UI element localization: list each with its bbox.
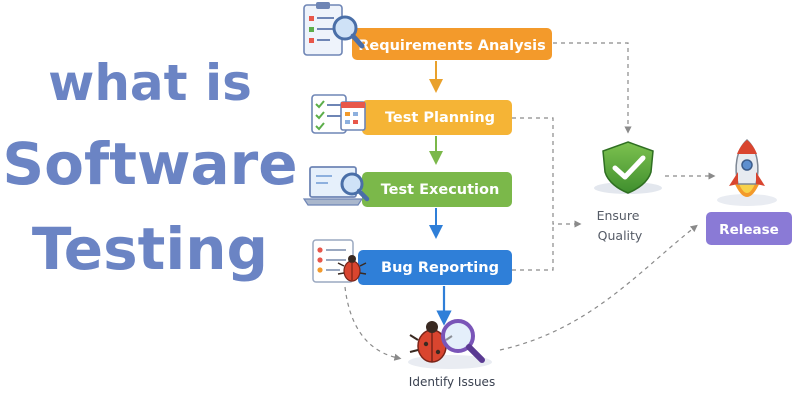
step-bug-reporting-label: Bug Reporting	[381, 260, 499, 276]
laptop-magnifier-icon	[302, 166, 370, 206]
connector-bug-to-issues	[344, 286, 402, 361]
ensure-quality: Ensure Quality	[594, 141, 662, 243]
heading-line-1: what is	[48, 54, 252, 112]
document-bug-icon	[312, 239, 367, 283]
connector-issues-to-release	[499, 224, 698, 351]
connector-bug-to-quality	[512, 224, 554, 271]
identify-issues-label: Identify Issues	[409, 375, 495, 389]
rocket-icon	[717, 138, 777, 206]
step-requirements-analysis-label: Requirements Analysis	[358, 38, 546, 54]
release: Release	[706, 138, 792, 245]
ensure-quality-line-2: Quality	[598, 228, 643, 243]
release-label: Release	[719, 222, 779, 238]
connector-planning-to-quality	[512, 117, 582, 228]
bug-magnifier-icon	[408, 319, 492, 369]
step-test-execution: Test Execution	[302, 166, 512, 207]
shield-check-icon	[594, 141, 662, 194]
step-test-planning-label: Test Planning	[385, 110, 495, 126]
ensure-quality-line-1: Ensure	[597, 208, 640, 223]
connector-requirements-to-quality	[553, 42, 632, 134]
identify-issues: Identify Issues	[408, 319, 495, 389]
step-bug-reporting: Bug Reporting	[312, 239, 512, 285]
heading-line-3: Testing	[31, 215, 269, 283]
step-test-execution-label: Test Execution	[381, 182, 500, 198]
step-requirements-analysis: Requirements Analysis	[303, 2, 552, 60]
checklist-calendar-icon	[311, 94, 366, 134]
clipboard-magnifier-icon	[303, 2, 365, 56]
heading-line-2: Software	[2, 130, 298, 198]
step-test-planning: Test Planning	[311, 94, 512, 135]
